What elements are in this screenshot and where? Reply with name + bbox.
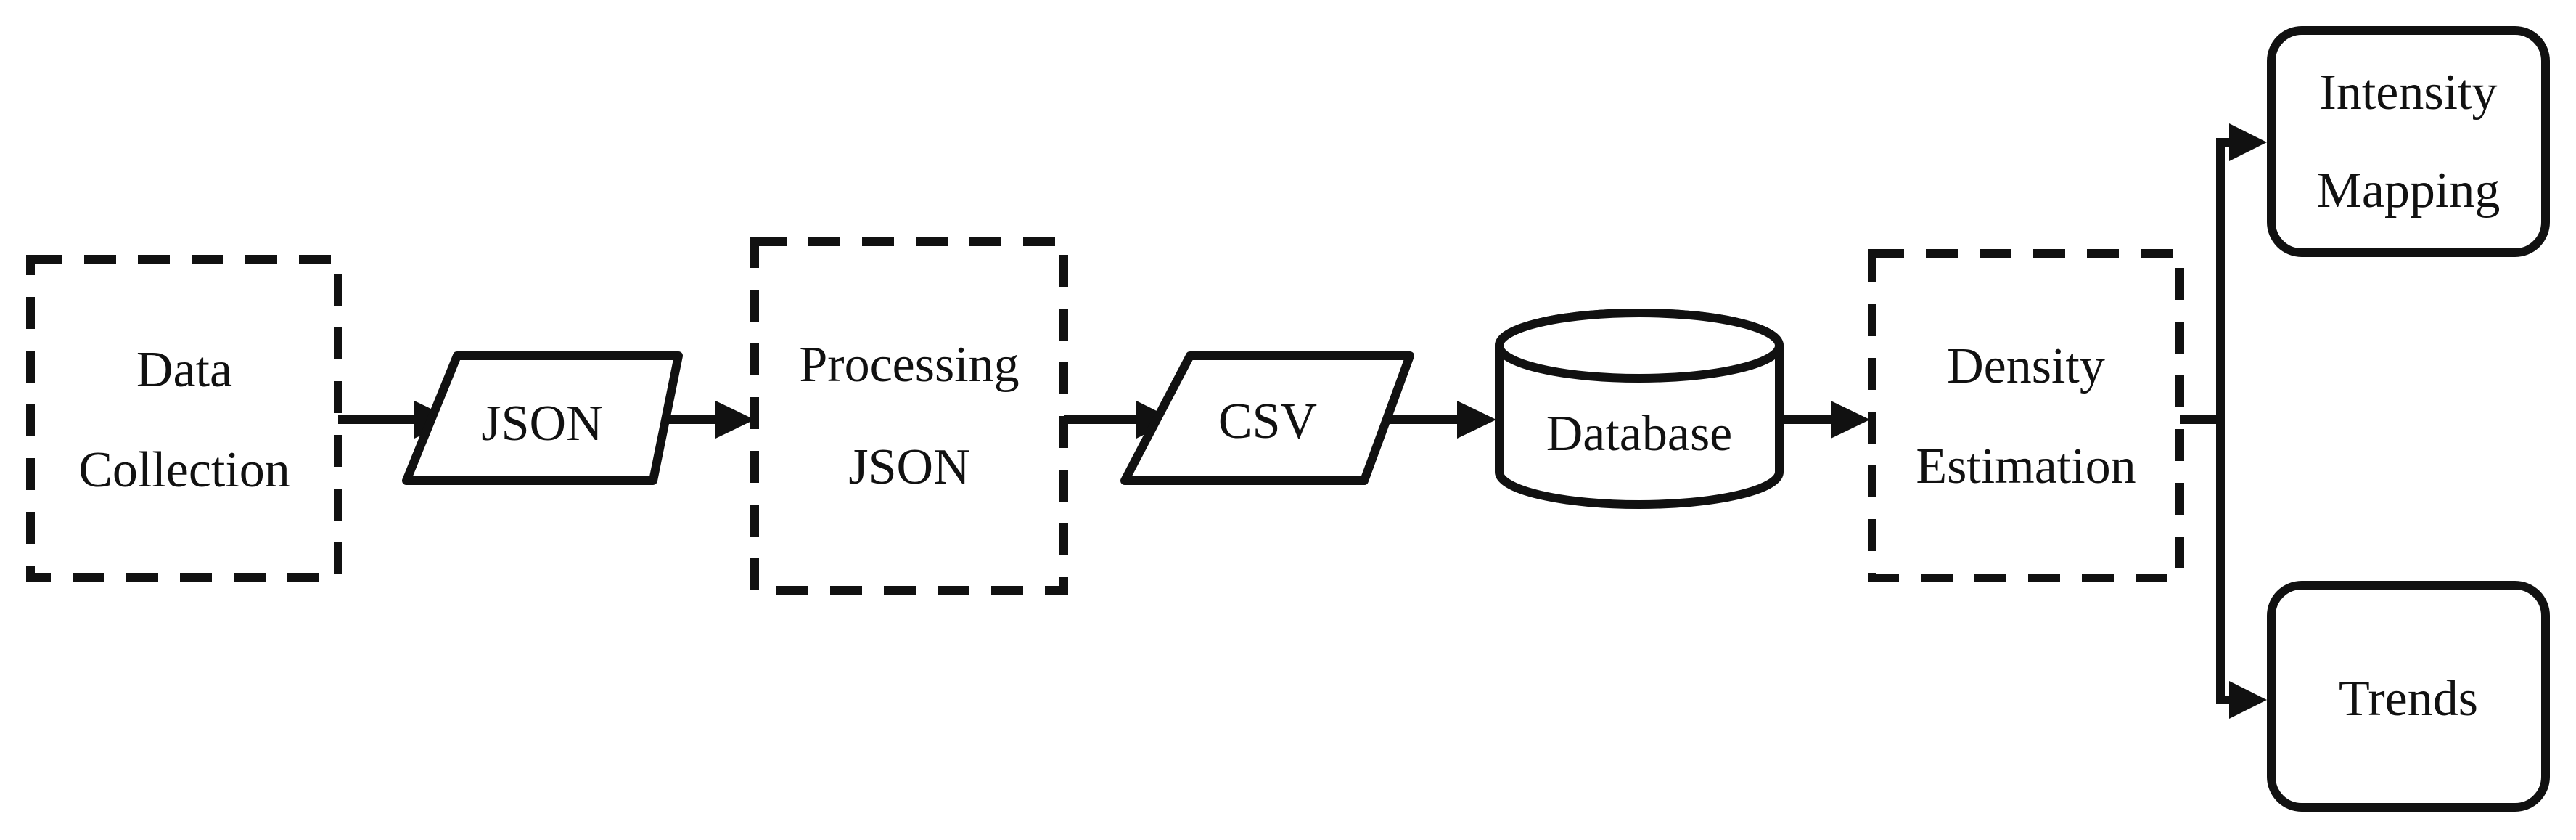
- node-density-estimation-line-2: Estimation: [1916, 439, 2136, 494]
- node-processing-json: Processing JSON: [750, 237, 1068, 595]
- node-data-collection-line-2: Collection: [78, 442, 290, 498]
- edge-branch-to-intensity-mapping: [2216, 123, 2267, 161]
- node-json: JSON: [402, 351, 683, 485]
- node-database-label: Database: [1546, 406, 1733, 462]
- node-intensity-mapping-line-2: Mapping: [2317, 163, 2501, 219]
- edge-database-to-density-estimation: [1779, 401, 1870, 439]
- node-intensity-mapping-line-1: Intensity: [2320, 65, 2498, 121]
- edge-density-estimation-to-branch: [2180, 138, 2225, 704]
- node-trends-label: Trends: [2339, 671, 2478, 727]
- edge-branch-to-trends: [2216, 681, 2267, 719]
- node-data-collection: Data Collection: [26, 255, 342, 582]
- node-intensity-mapping: Intensity Mapping: [2267, 26, 2550, 257]
- node-processing-json-line-1: Processing: [799, 337, 1019, 393]
- node-trends: Trends: [2267, 581, 2550, 812]
- node-density-estimation-line-1: Density: [1947, 338, 2105, 394]
- node-database: Database: [1495, 309, 1784, 509]
- node-csv-label: CSV: [1218, 394, 1317, 449]
- node-json-label: JSON: [481, 396, 602, 452]
- node-csv: CSV: [1120, 351, 1414, 485]
- node-processing-json-line-2: JSON: [848, 439, 969, 495]
- edge-csv-to-database: [1379, 401, 1496, 439]
- node-data-collection-line-1: Data: [136, 342, 232, 398]
- node-density-estimation: Density Estimation: [1868, 249, 2184, 582]
